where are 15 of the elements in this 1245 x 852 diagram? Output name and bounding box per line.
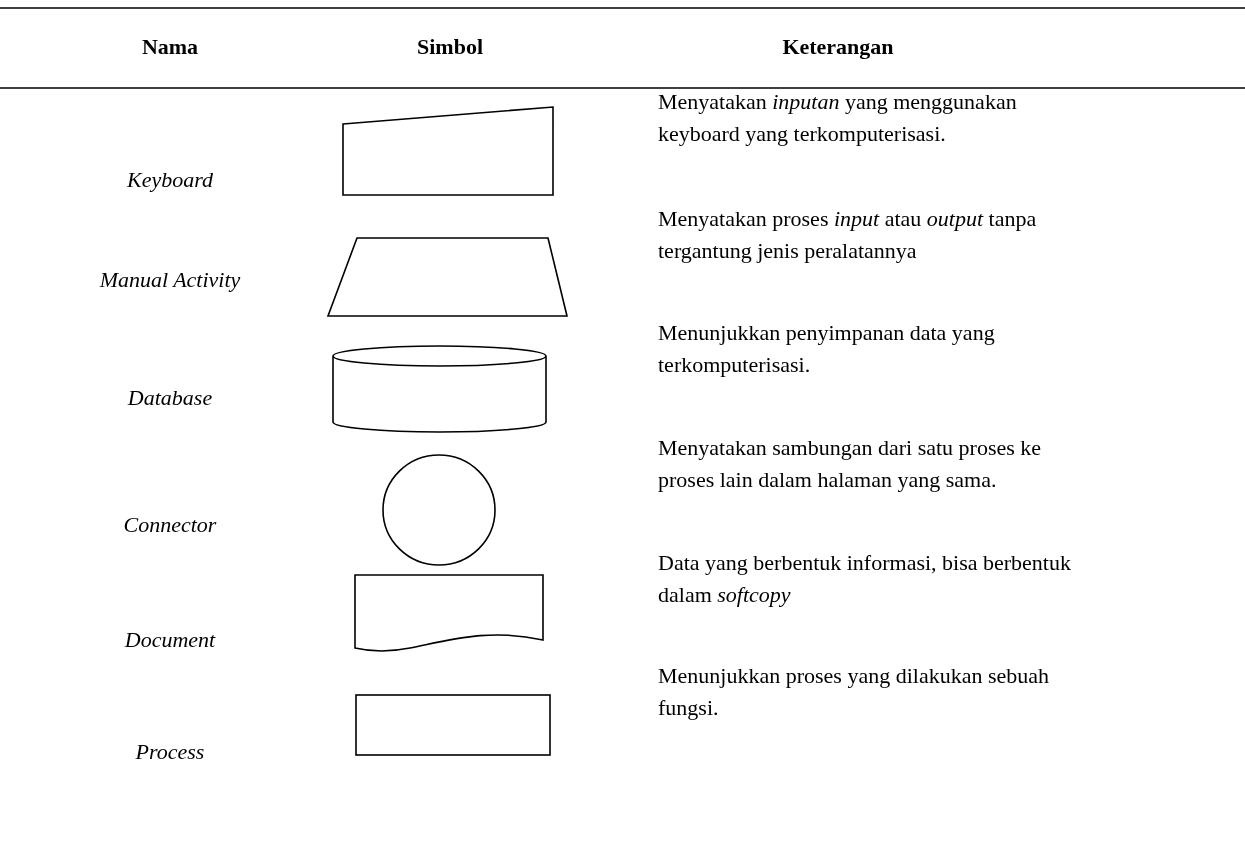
symbol-name: Database [126,384,214,412]
symbol-description: Data yang berbentuk informasi, bisa berbentuk dalam softcopy [658,549,1072,609]
symbol-description: Menyatakan inputan yang menggunakan keyboard yang terkomputerisasi. [658,88,1018,148]
column-header: Nama [140,33,200,61]
symbol-description: Menyatakan sambungan dari satu proses ke proses lain dalam halaman yang sama. [658,434,1043,494]
column-header: Simbol [416,33,484,61]
symbol-description: Menunjukkan proses yang dilakukan sebuah fungsi. [658,662,1051,722]
symbol-name: Process [134,738,206,766]
column-header: Keterangan [781,33,895,61]
symbol-description: Menunjukkan penyimpanan data yang terkomputerisasi. [658,319,996,379]
symbol-name: Keyboard [126,166,214,194]
symbol-name: Connector [122,511,218,539]
symbol-description: Menyatakan proses input atau output tanpa tergantung jenis peralatannya [658,205,1038,265]
symbol-name: Manual Activity [98,266,242,294]
symbol-name: Document [123,626,217,654]
